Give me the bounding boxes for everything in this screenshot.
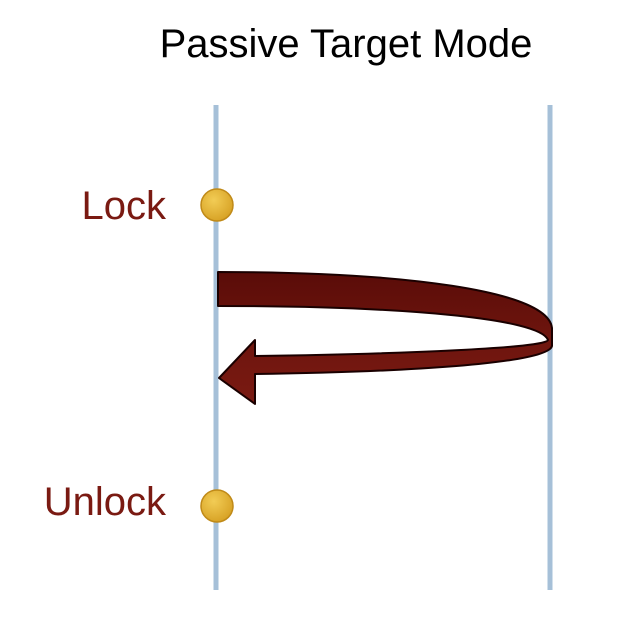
lock-event-dot bbox=[200, 188, 234, 222]
lock-label: Lock bbox=[81, 184, 167, 228]
diagram-title: Passive Target Mode bbox=[159, 22, 533, 66]
access-arrow bbox=[217, 271, 553, 405]
unlock-event-dot bbox=[200, 489, 234, 523]
unlock-label: Unlock bbox=[43, 480, 166, 524]
